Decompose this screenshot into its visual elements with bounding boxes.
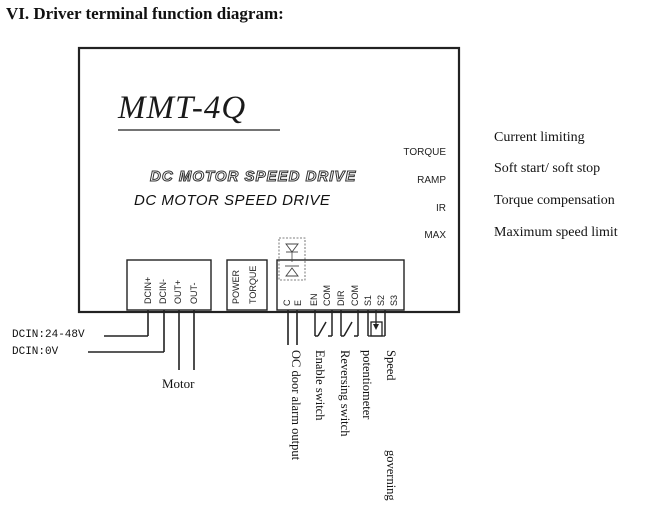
terminal-en: EN: [309, 293, 319, 306]
product-title: DC MOTOR SPEED DRIVE: [134, 192, 331, 209]
terminal-out-plus: OUT+: [173, 279, 183, 304]
oc-alarm-wires: [287, 310, 298, 345]
terminal-e: E: [293, 299, 303, 306]
terminal-dcin-plus: DCIN+: [143, 276, 153, 304]
dcin-negative-wire: [88, 310, 165, 353]
motor-label: Motor: [162, 376, 195, 391]
function-current-limiting: Current limiting: [494, 130, 585, 145]
reversing-switch-label: Reversing switch: [338, 350, 352, 437]
pot-label-ramp: RAMP: [417, 175, 446, 186]
power-label: POWER: [231, 269, 241, 304]
product-title-outline: DC MOTOR SPEED DRIVE: [149, 168, 357, 186]
function-max-speed: Maximum speed limit: [494, 225, 618, 240]
dcin-positive-wire: [104, 310, 149, 337]
function-soft-start: Soft start/ soft stop: [494, 161, 601, 176]
pot-label-ir: IR: [436, 203, 446, 214]
model-name: MMT-4Q: [118, 90, 247, 126]
driver-housing: [77, 46, 461, 314]
page-heading: VI. Driver terminal function diagram:: [6, 4, 284, 23]
reversing-switch-icon: [340, 310, 359, 337]
terminal-c: C: [282, 299, 292, 307]
enable-switch-label: Enable switch: [313, 350, 327, 421]
dcin-24-48v-label: DCIN:24-48V: [12, 329, 85, 341]
terminal-s2: S2: [376, 294, 386, 306]
optocoupler-icon: [278, 237, 306, 281]
terminal-s1: S1: [363, 294, 373, 306]
pot-label-max: MAX: [424, 230, 446, 241]
dcin-0v-label: DCIN:0V: [12, 346, 59, 358]
potentiometer-label: potentiometer: [360, 350, 374, 420]
oc-alarm-label: OC door alarm output: [289, 350, 303, 461]
terminal-com-1: COM: [322, 285, 332, 306]
power-terminal-block: [126, 259, 212, 311]
terminal-out-minus: OUT-: [189, 282, 199, 305]
pot-label-torque: TORQUE: [403, 147, 446, 158]
motor-wires: [178, 310, 195, 370]
terminal-com-2: COM: [350, 285, 360, 306]
function-torque-compensation: Torque compensation: [494, 193, 615, 208]
governing-label: governing: [384, 450, 398, 501]
enable-switch-icon: [314, 310, 333, 337]
power-torque-block: [226, 259, 268, 311]
terminal-dcin-minus: DCIN-: [158, 279, 168, 304]
speed-potentiometer-icon: [367, 310, 386, 337]
speed-label: Speed: [384, 350, 398, 381]
terminal-dir: DIR: [336, 290, 346, 307]
torque-label: TORQUE: [248, 265, 258, 304]
terminal-s3: S3: [389, 294, 399, 306]
